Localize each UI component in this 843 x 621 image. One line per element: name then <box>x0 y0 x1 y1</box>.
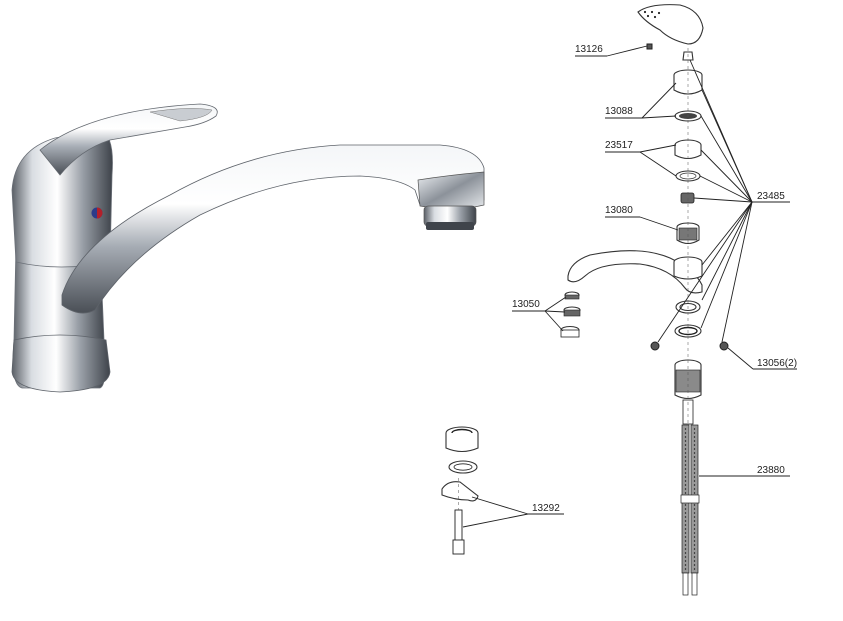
faucet-photo <box>11 103 485 393</box>
part-label-23880: 23880 <box>757 465 785 476</box>
lever-handle-part <box>637 4 704 45</box>
part-label-13292: 13292 <box>532 503 560 514</box>
mounting-kit-part <box>441 426 479 555</box>
flexible-hoses-part <box>680 424 700 596</box>
part-label-13080: 13080 <box>605 205 633 216</box>
part-label-13126: 13126 <box>575 44 603 55</box>
spout-part <box>567 250 703 294</box>
exploded-view: 13126 13088 23517 13080 23485 13050 1305… <box>441 4 797 596</box>
part-label-13088: 13088 <box>605 106 633 117</box>
part-label-13050: 13050 <box>512 299 540 310</box>
part-label-23485: 23485 <box>757 191 785 202</box>
part-label-23517: 23517 <box>605 140 633 151</box>
part-label-13056: 13056(2) <box>757 358 797 369</box>
